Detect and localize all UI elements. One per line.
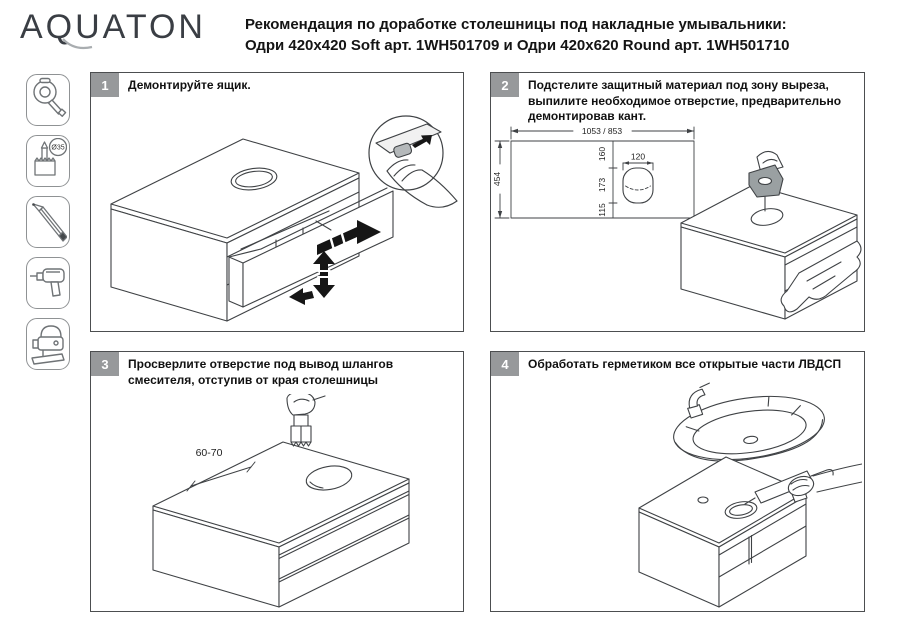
hole-saw-diameter: Ø35 — [51, 145, 64, 152]
hole-saw-icon: Ø35 — [26, 135, 70, 187]
step-3-drawing-drill-hole: 60-70 — [152, 394, 410, 608]
dim-offset-bottom: 115 — [597, 203, 607, 217]
protective-sheet — [780, 240, 862, 313]
cabinet-isometric — [680, 184, 858, 320]
title-line-2: Одри 420х420 Soft арт. 1WH501709 и Одри … — [245, 37, 790, 54]
cutout-outline — [622, 167, 654, 204]
page-title: Рекомендация по доработке столешницы под… — [245, 14, 835, 56]
title-line-1: Рекомендация по доработке столешницы под… — [245, 16, 787, 33]
step-2-panel: 2 Подстелите защитный материал под зону … — [490, 72, 865, 332]
lift-direction-arrow — [313, 251, 335, 298]
step-2-number-badge: 2 — [491, 73, 519, 97]
step-1-number-badge: 1 — [91, 73, 119, 97]
tape-measure-icon — [26, 74, 70, 126]
countertop-hole — [230, 167, 278, 191]
jigsaw-icon — [26, 318, 70, 370]
sealant-gun-hand — [744, 463, 862, 505]
pencil-icon — [26, 196, 70, 248]
step-2-instruction: Подстелите защитный материал под зону вы… — [528, 78, 842, 124]
hose-hole — [697, 496, 709, 504]
dim-cutout-width: 120 — [631, 152, 645, 162]
latch-detail-bubble — [368, 115, 458, 208]
jigsaw-cutting — [748, 150, 784, 212]
step-2-drawing-cutout: 1053 / 853 454 160 173 115 120 — [492, 126, 862, 320]
cut-hole — [750, 208, 784, 226]
step-1-instruction: Демонтируйте ящик. — [128, 78, 251, 92]
dim-width: 1053 / 853 — [582, 126, 622, 136]
drill-icon — [26, 257, 70, 309]
step-4-drawing-sealant — [638, 382, 862, 608]
faucet — [687, 382, 710, 419]
step-4-instruction: Обработать герметиком все открытые части… — [528, 357, 842, 371]
step-2-header: 2 Подстелите защитный материал под зону … — [491, 73, 864, 125]
latch-press-arrow — [412, 135, 432, 148]
sealed-cutout — [724, 501, 758, 519]
sink-cutout-hole — [305, 465, 353, 491]
dim-hole-offset: 60-70 — [196, 447, 223, 459]
required-tools-list: Ø35 — [26, 74, 70, 370]
brand-logo: AQUATON — [20, 8, 206, 46]
step-4-number-badge: 4 — [491, 352, 519, 376]
small-release-arrow — [289, 288, 314, 305]
vessel-sink — [673, 382, 825, 462]
step-3-panel: 3 Просверлите отверстие под вывод шланго… — [90, 351, 464, 612]
step-1-drawing-remove-drawer — [110, 115, 458, 322]
step-3-instruction: Просверлите отверстие под вывод шлангов … — [128, 357, 394, 387]
dim-cutout-length: 173 — [597, 178, 607, 192]
cabinet-isometric — [638, 456, 807, 608]
drill-with-hole-saw — [286, 394, 326, 447]
step-4-panel: 4 Обработать герметиком все открытые час… — [490, 351, 865, 612]
step-1-panel: 1 Демонтируйте ящик. — [90, 72, 464, 332]
offset-dimension-leader — [186, 461, 256, 492]
step-4-header: 4 Обработать герметиком все открытые час… — [491, 352, 864, 376]
step-1-header: 1 Демонтируйте ящик. — [91, 73, 463, 97]
step-3-header: 3 Просверлите отверстие под вывод шланго… — [91, 352, 463, 388]
dim-offset-top: 160 — [597, 147, 607, 161]
cabinet-isometric — [152, 441, 410, 608]
dim-depth: 454 — [492, 172, 502, 186]
logo-q-tail — [62, 38, 93, 50]
cutout-dimension-plan — [494, 126, 695, 219]
step-3-number-badge: 3 — [91, 352, 119, 376]
